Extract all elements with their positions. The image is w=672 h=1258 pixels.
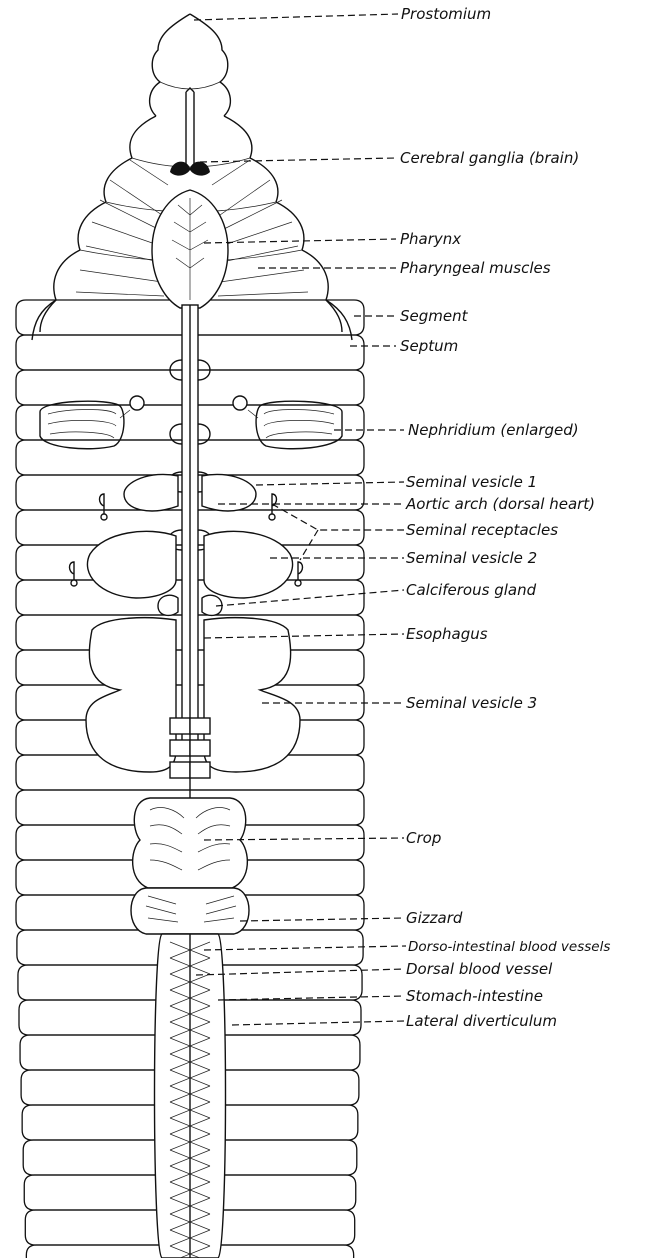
label-prostomium: Prostomium xyxy=(401,5,491,23)
label-seminal-receptacles: Seminal receptacles xyxy=(406,521,558,539)
label-lateral-diverticulum: Lateral diverticulum xyxy=(406,1012,557,1030)
label-seminal-vesicle-3: Seminal vesicle 3 xyxy=(406,694,537,712)
stomach-intestine xyxy=(155,934,226,1258)
label-seminal-vesicle-1: Seminal vesicle 1 xyxy=(406,473,537,491)
label-esophagus: Esophagus xyxy=(406,625,488,643)
label-gizzard: Gizzard xyxy=(406,909,463,927)
pharynx xyxy=(152,190,228,308)
gizzard xyxy=(131,888,249,934)
cerebral-ganglia xyxy=(170,162,210,176)
label-septum: Septum xyxy=(400,337,458,355)
label-dorsal-blood-vessel: Dorsal blood vessel xyxy=(406,960,553,978)
label-nephridium: Nephridium (enlarged) xyxy=(408,421,579,439)
labels: Prostomium Cerebral ganglia (brain) Phar… xyxy=(400,5,610,1030)
esophagus-segments xyxy=(170,718,210,778)
nephridium-left xyxy=(40,396,144,449)
prostomial-nerve xyxy=(186,88,194,166)
label-pharyngeal-muscles: Pharyngeal muscles xyxy=(400,259,551,277)
label-pharynx: Pharynx xyxy=(400,230,461,248)
label-aortic-arch: Aortic arch (dorsal heart) xyxy=(405,495,595,513)
label-dorso-intestinal: Dorso-intestinal blood vessels xyxy=(408,939,610,955)
label-segment: Segment xyxy=(400,307,469,325)
crop xyxy=(133,798,248,888)
nephridium-right xyxy=(233,396,342,449)
label-crop: Crop xyxy=(406,829,441,847)
label-stomach-intestine: Stomach-intestine xyxy=(406,987,543,1005)
label-seminal-vesicle-2: Seminal vesicle 2 xyxy=(406,549,537,567)
label-cerebral-ganglia: Cerebral ganglia (brain) xyxy=(400,149,579,167)
label-calciferous-gland: Calciferous gland xyxy=(406,581,537,599)
